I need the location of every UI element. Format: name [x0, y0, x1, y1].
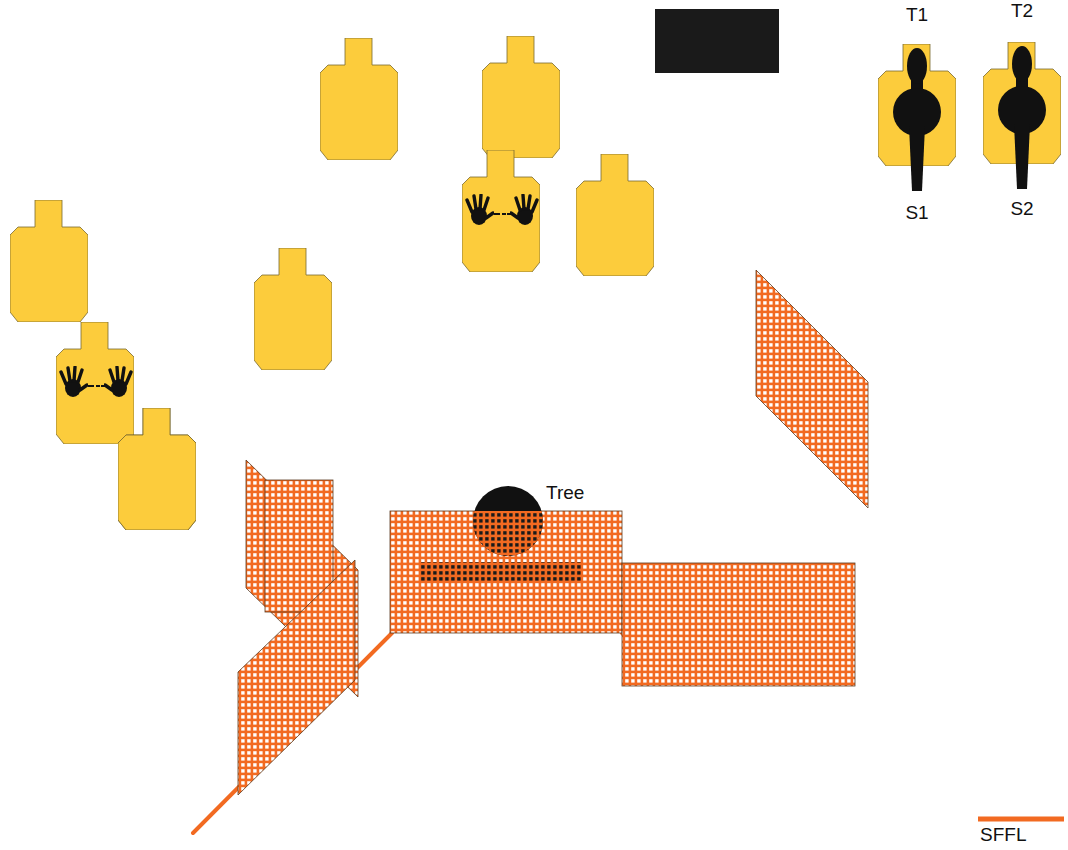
target-node: T2S2: [978, 0, 1066, 220]
target-figure: [982, 22, 1062, 198]
legend-entry: SFFL: [976, 814, 1064, 846]
tree-text-box: Tree: [546, 482, 589, 504]
target-node: T1S1: [866, 4, 968, 224]
tree-label: Tree: [546, 482, 589, 504]
paper-targets: [10, 36, 654, 530]
black-block: [655, 9, 779, 73]
tree-symbol: [472, 482, 546, 556]
shooter-label: S1: [905, 202, 928, 224]
mesh-walls: [238, 270, 868, 795]
tree-node: Tree: [472, 482, 589, 556]
target-figure: [877, 26, 957, 202]
target-label: T2: [1011, 0, 1033, 22]
target-label: T1: [906, 4, 928, 26]
legend-text: SFFL: [980, 824, 1064, 846]
shooter-label: S2: [1010, 198, 1033, 220]
legend-swatch: [976, 814, 1064, 824]
